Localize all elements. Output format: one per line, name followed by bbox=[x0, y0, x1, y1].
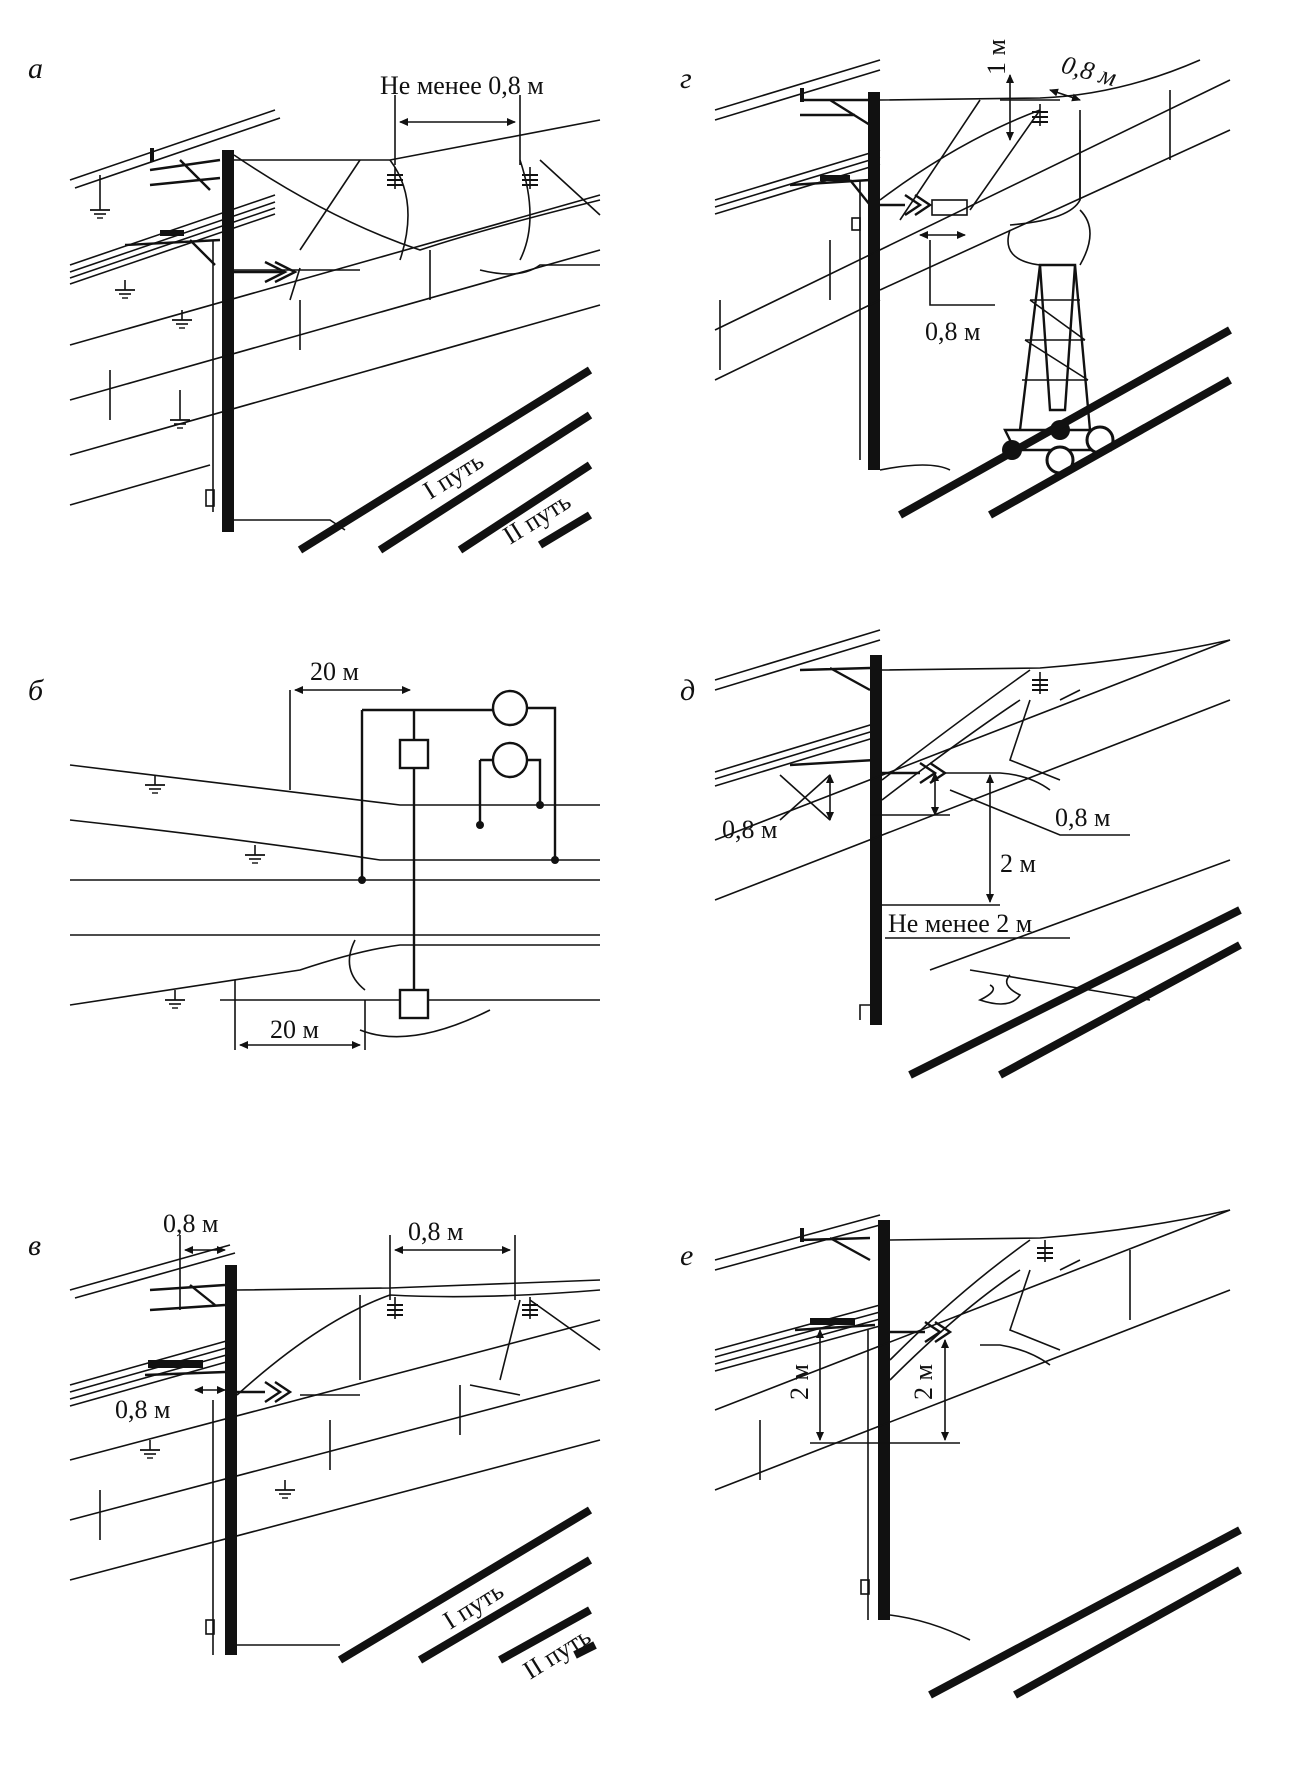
panel-a: а bbox=[28, 52, 601, 554]
panel-g-letter: г bbox=[680, 62, 692, 95]
panel-d-clearance-label: Не менее 2 м bbox=[888, 909, 1032, 938]
panel-d-dim-right: 0,8 м bbox=[1055, 803, 1110, 832]
panel-b-dist-bottom: 20 м bbox=[270, 1015, 319, 1044]
panel-b-dist-top: 20 м bbox=[310, 657, 359, 686]
panel-g-dim-vertical: 1 м bbox=[982, 39, 1011, 75]
panel-b: б 20 м 20 м bbox=[28, 657, 600, 1050]
support-pole bbox=[868, 92, 880, 470]
panel-g-dim-top: 0,8 м bbox=[1058, 50, 1119, 92]
support-pole bbox=[870, 655, 882, 1025]
support-pole bbox=[878, 1220, 890, 1620]
panel-a-letter: а bbox=[28, 52, 43, 85]
panel-d-dim-height: 2 м bbox=[1000, 849, 1036, 878]
panel-e-dim-right: 2 м bbox=[909, 1364, 938, 1400]
panel-v-letter: в bbox=[28, 1229, 41, 1262]
panel-v: в 0,8 м 0,8 м 0,8 м I путь bbox=[28, 1209, 601, 1685]
panel-e-letter: е bbox=[680, 1239, 693, 1272]
panel-e: е 2 м 2 м bbox=[680, 1209, 1242, 1699]
panel-b-letter: б bbox=[28, 674, 44, 707]
panel-a-clearance-label: Не менее 0,8 м bbox=[380, 71, 544, 100]
panel-g-dim-bottom: 0,8 м bbox=[925, 317, 980, 346]
panel-d-dim-left: 0,8 м bbox=[722, 815, 777, 844]
support-pole bbox=[222, 150, 234, 532]
support-pole bbox=[225, 1265, 237, 1655]
panel-v-dim-right: 0,8 м bbox=[408, 1217, 463, 1246]
panel-e-dim-left: 2 м bbox=[785, 1364, 814, 1400]
panel-v-dim-lower: 0,8 м bbox=[115, 1395, 170, 1424]
panel-g: г bbox=[680, 39, 1232, 519]
panel-v-dim-left: 0,8 м bbox=[163, 1209, 218, 1238]
panel-d: д 0,8 м 0,8 м 2 м Не менее 2 м bbox=[680, 629, 1242, 1079]
panel-d-letter: д bbox=[680, 674, 695, 707]
